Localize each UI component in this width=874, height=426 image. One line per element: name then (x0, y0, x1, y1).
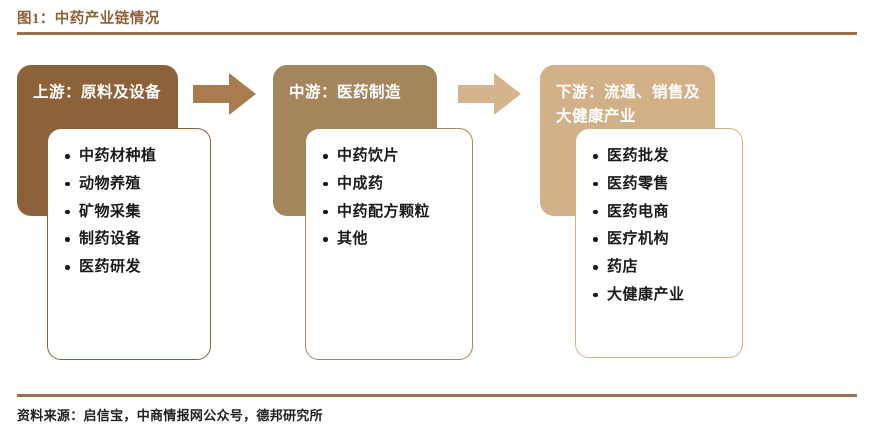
item-card-midstream: 中药饮片 中成药 中药配方颗粒 其他 (305, 128, 473, 360)
list-item: 中药材种植 (64, 143, 200, 171)
list-item: 医药电商 (592, 199, 732, 227)
item-list-midstream: 中药饮片 中成药 中药配方颗粒 其他 (322, 143, 462, 254)
list-item: 医药研发 (64, 254, 200, 282)
list-item: 中药配方颗粒 (322, 199, 462, 227)
stage-header-downstream-label: 下游：流通、销售及大健康产业 (556, 84, 701, 126)
list-item: 制药设备 (64, 226, 200, 254)
list-item: 矿物采集 (64, 199, 200, 227)
source-note: 资料来源：启信宝，中商情报网公众号，德邦研究所 (17, 408, 323, 423)
list-item: 中成药 (322, 171, 462, 199)
list-item: 医药零售 (592, 171, 732, 199)
source-divider-bottom (17, 394, 857, 397)
list-item: 大健康产业 (592, 282, 732, 310)
arrow-upstream-to-midstream (193, 73, 256, 115)
arrow-midstream-to-downstream (458, 73, 521, 115)
list-item: 动物养殖 (64, 171, 200, 199)
title-divider-top (17, 32, 857, 35)
list-item: 医疗机构 (592, 226, 732, 254)
list-item: 药店 (592, 254, 732, 282)
item-list-downstream: 医药批发 医药零售 医药电商 医疗机构 药店 大健康产业 (592, 143, 732, 310)
stage-header-midstream-label: 中游：医药制造 (289, 84, 402, 101)
list-item: 医药批发 (592, 143, 732, 171)
item-card-downstream: 医药批发 医药零售 医药电商 医疗机构 药店 大健康产业 (575, 128, 743, 358)
figure-title: 图1：中药产业链情况 (17, 11, 160, 27)
list-item: 中药饮片 (322, 143, 462, 171)
item-card-upstream: 中药材种植 动物养殖 矿物采集 制药设备 医药研发 (47, 128, 211, 360)
list-item: 其他 (322, 226, 462, 254)
stage-header-upstream-label: 上游：原料及设备 (33, 84, 162, 101)
item-list-upstream: 中药材种植 动物养殖 矿物采集 制药设备 医药研发 (64, 143, 200, 282)
